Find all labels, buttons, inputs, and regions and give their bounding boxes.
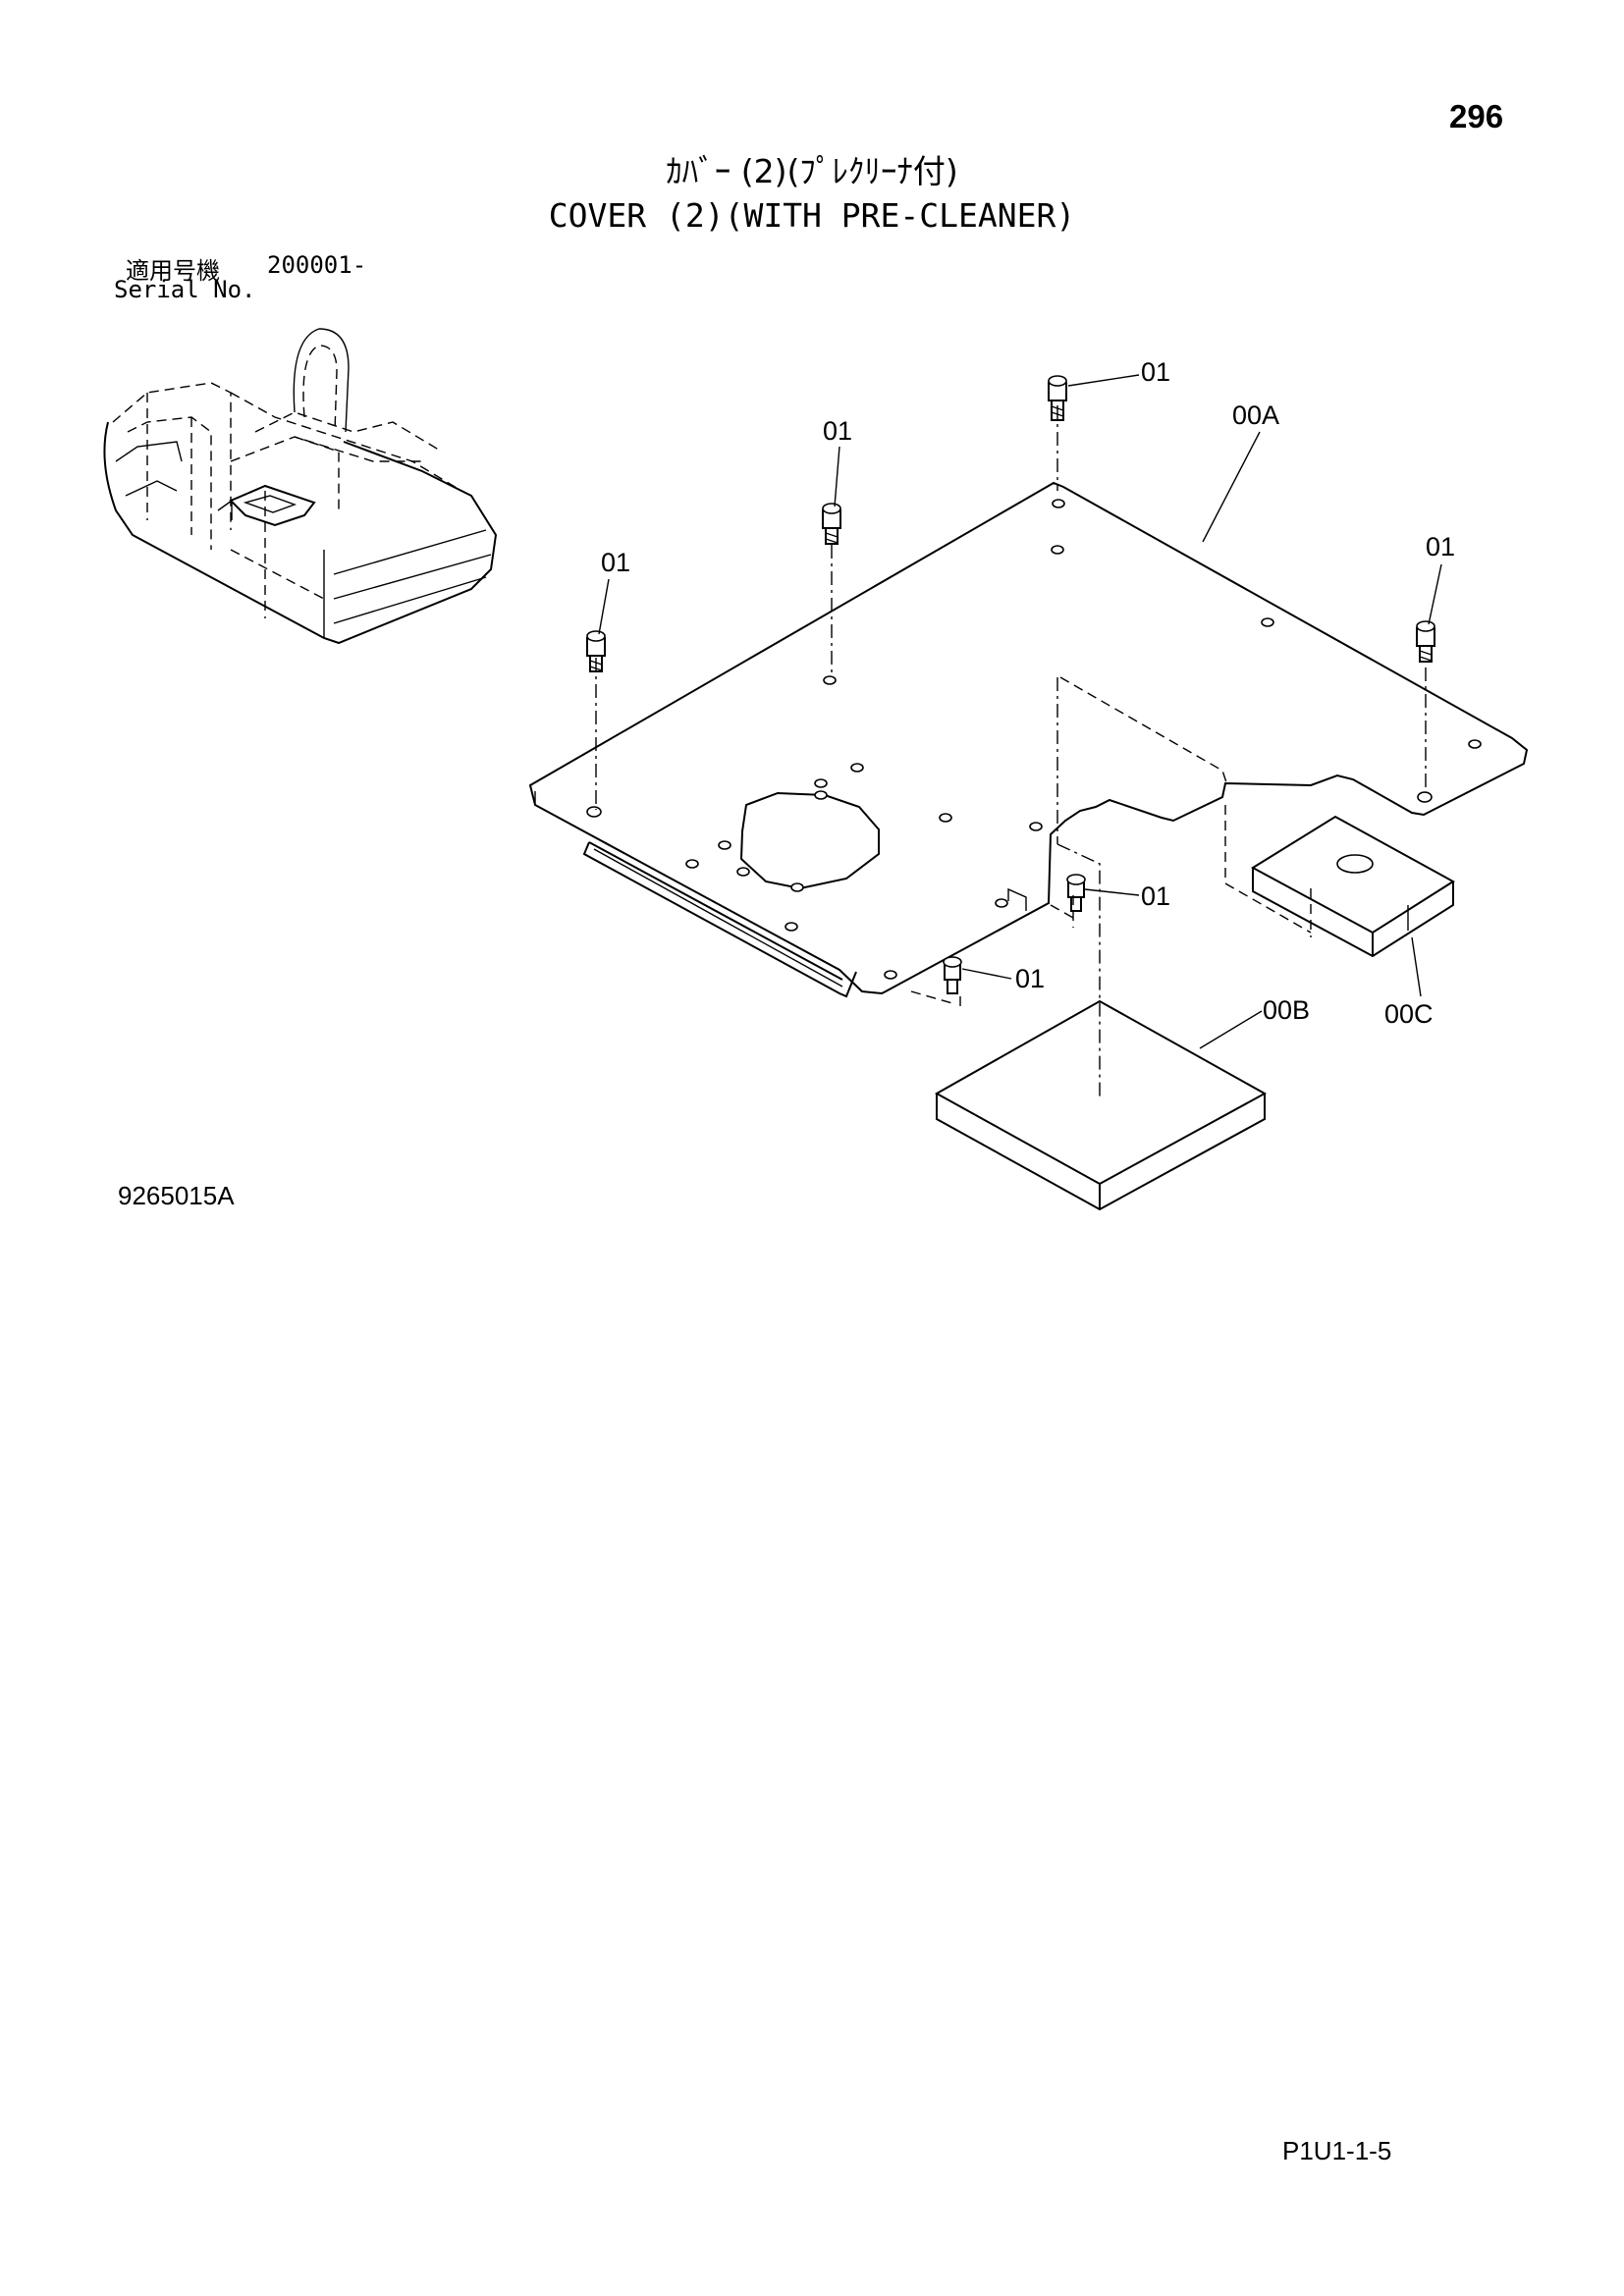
callout-block: 00C bbox=[1384, 999, 1434, 1029]
bolt-top bbox=[1048, 375, 1067, 421]
machine-overview-sketch bbox=[103, 328, 498, 645]
figure-id: 9265015A bbox=[118, 1181, 235, 1210]
document-code: P1U1-1-5 bbox=[1282, 2136, 1392, 2165]
bolt-left bbox=[586, 630, 606, 672]
cover-plate-00A bbox=[528, 481, 1529, 998]
title-english: COVER (2)(WITH PRE-CLEANER) bbox=[548, 196, 1076, 235]
bolt-upper-left bbox=[822, 503, 841, 545]
title-japanese: ｶﾊﾞｰ (2)(ﾌﾟﾚｸﾘｰﾅ付) bbox=[666, 152, 958, 190]
bolt-lower-center bbox=[1066, 874, 1086, 912]
leader-lines bbox=[598, 374, 1442, 1049]
block-00C bbox=[1251, 815, 1455, 958]
callout-cover: 00A bbox=[1232, 400, 1279, 430]
callout-bolt-top: 01 bbox=[1141, 357, 1170, 387]
serial-value: 200001- bbox=[267, 251, 367, 279]
bolt-lower-left bbox=[943, 956, 962, 994]
bolt-right bbox=[1416, 620, 1435, 663]
callout-mat: 00B bbox=[1263, 995, 1310, 1025]
mat-00B bbox=[934, 999, 1268, 1211]
serial-label-english: Serial No. bbox=[114, 276, 256, 303]
callout-bolt-left: 01 bbox=[601, 548, 630, 577]
callout-bolt-upper-left: 01 bbox=[823, 416, 852, 446]
callout-bolt-right: 01 bbox=[1426, 532, 1455, 561]
serial-label-japanese: 適用号機 bbox=[126, 257, 220, 285]
center-lines bbox=[595, 405, 1427, 1099]
page-number: 296 bbox=[1449, 98, 1504, 134]
callout-bolt-lower-left: 01 bbox=[1015, 964, 1045, 993]
callout-labels: 01 01 01 01 01 01 00A 00B 00C bbox=[601, 357, 1455, 1029]
callout-bolt-lower-center: 01 bbox=[1141, 881, 1170, 911]
